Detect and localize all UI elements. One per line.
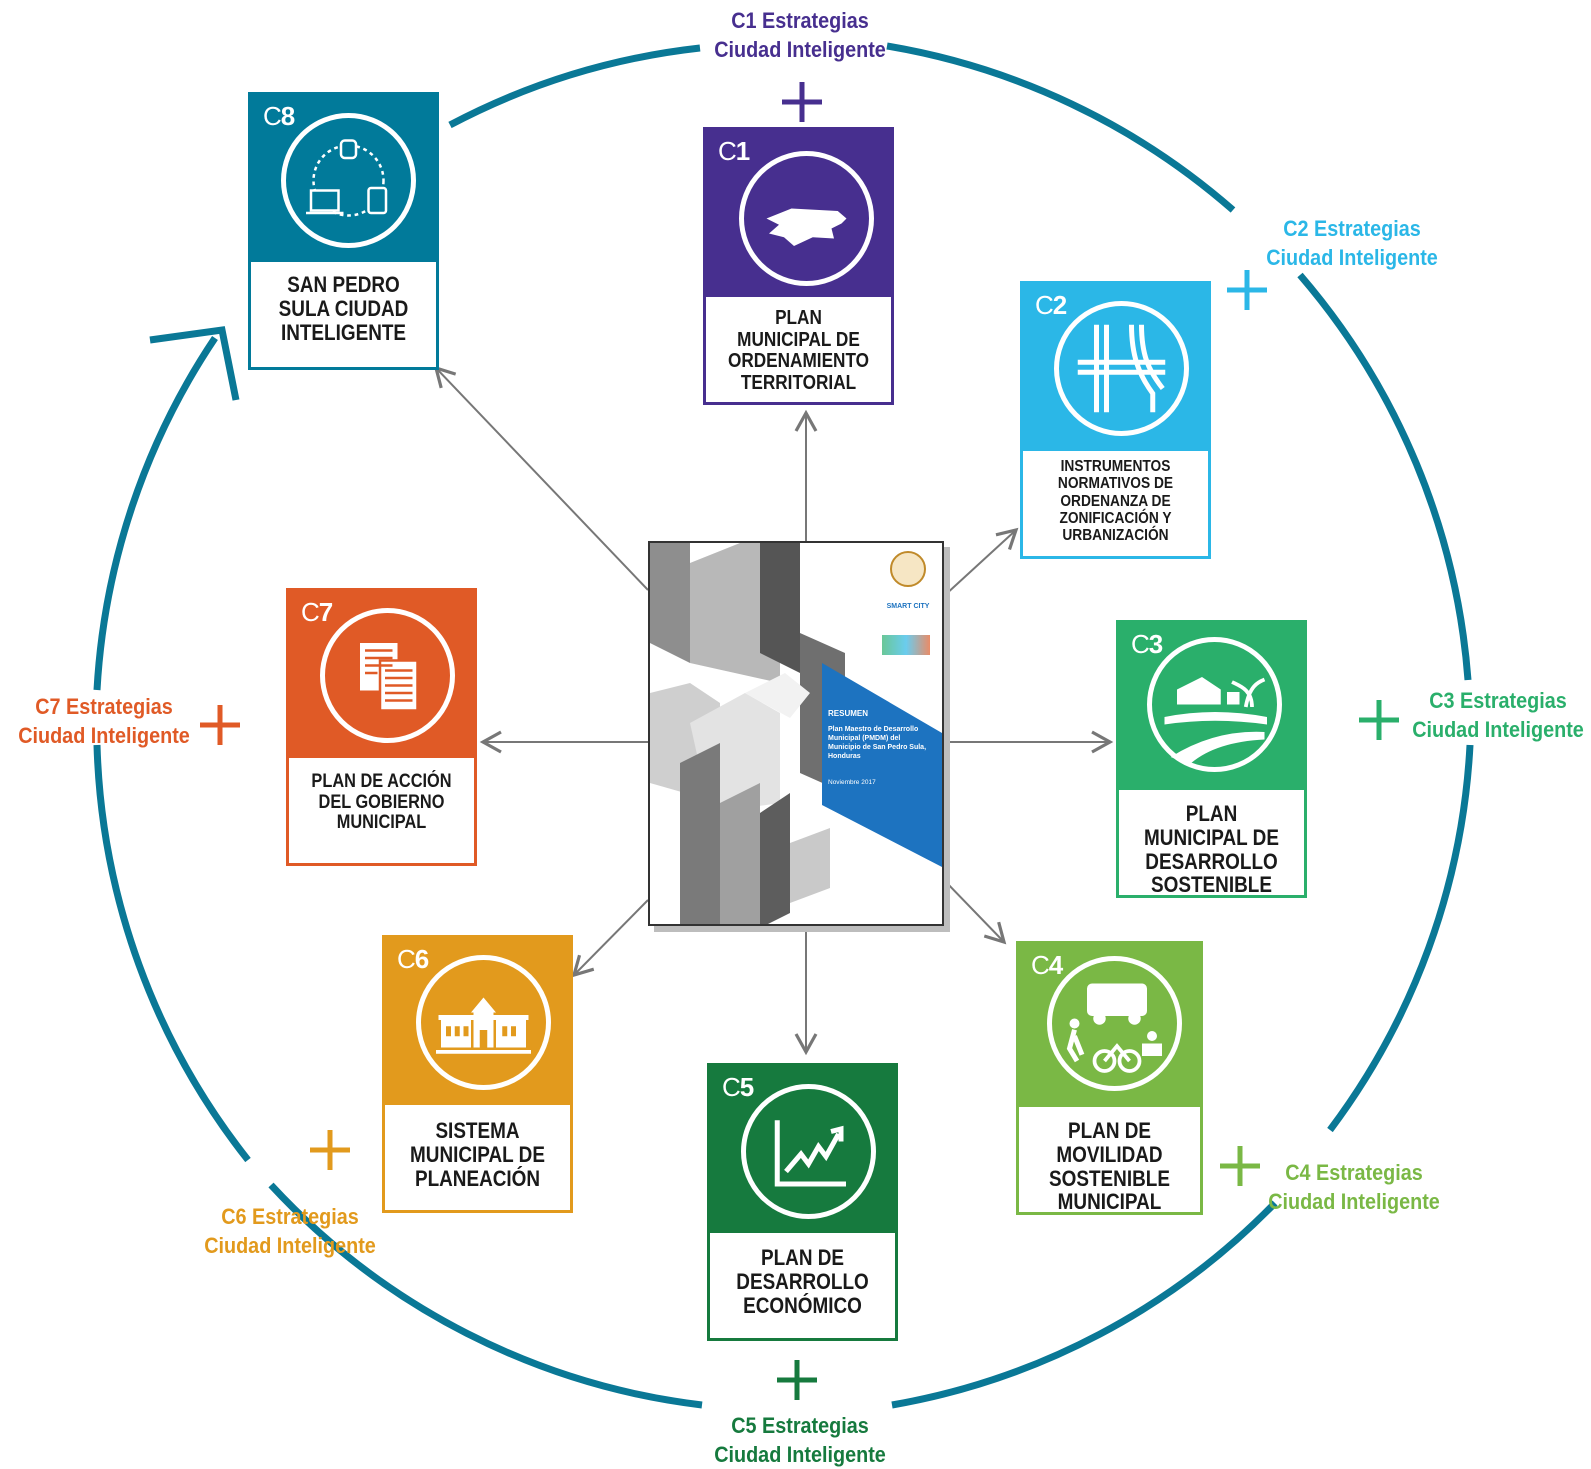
strategy-label-c7: C7 Estrategias Ciudad Inteligente — [18, 694, 190, 748]
card-c2-header: C2 — [1023, 284, 1208, 451]
card-code: C8 — [263, 101, 295, 131]
strategy-label-c4: C4 Estrategias Ciudad Inteligente — [1268, 1160, 1440, 1214]
card-title: PLAN DE ACCIÓN DEL GOBIERNO MUNICIPAL — [311, 771, 452, 834]
card-c5-header: C5 — [710, 1066, 895, 1233]
logo-badge — [890, 551, 926, 587]
plus-icon — [782, 82, 822, 122]
graduation-cap-map-icon — [739, 151, 874, 286]
card-c4-header: C4 — [1019, 944, 1200, 1107]
plus-icon — [200, 705, 240, 745]
card-c8-header: C8 — [251, 95, 436, 262]
card-title: PLAN DE DESARROLLO ECONÓMICO — [736, 1245, 869, 1318]
card-c8[interactable]: C8 SAN PEDRO SULA CIUDAD INTELIGENTE — [248, 92, 439, 370]
devices-icon — [281, 113, 416, 248]
card-code: C2 — [1035, 290, 1067, 320]
card-c6-header: C6 — [385, 938, 570, 1105]
card-code: C7 — [301, 597, 333, 627]
document-date: Noviembre 2017 — [828, 779, 876, 786]
mobility-icon — [1047, 956, 1182, 1091]
plus-icon — [777, 1360, 817, 1400]
card-c7[interactable]: C7 PLAN DE ACCIÓN DEL GOBIERNO MUNICIPAL — [286, 588, 477, 866]
plan-logo — [882, 635, 930, 655]
plus-icon — [1227, 270, 1267, 310]
strategy-label-c5: C5 Estrategias Ciudad Inteligente — [714, 1413, 886, 1467]
document-cover-art — [650, 543, 942, 924]
strategy-label-c6: C6 Estrategias Ciudad Inteligente — [204, 1204, 376, 1258]
document-heading: RESUMEN — [828, 709, 869, 718]
card-code: C5 — [722, 1072, 754, 1102]
center-document[interactable]: SMART CITY RESUMEN Plan Maestro de Desar… — [648, 541, 944, 926]
card-c6[interactable]: C6 SISTEMA MUNICIPAL DE PLANEACIÓN — [382, 935, 573, 1213]
card-title: PLAN MUNICIPAL DE DESARROLLO SOSTENIBLE — [1144, 801, 1279, 898]
card-c4[interactable]: C4 PLAN DE MOVILIDAD SOSTENIBLE MUNICIPA… — [1016, 941, 1203, 1215]
strategy-label-c3: C3 Estrategias Ciudad Inteligente — [1412, 688, 1584, 742]
card-code: C3 — [1131, 629, 1163, 659]
building-icon — [416, 955, 551, 1090]
card-c5[interactable]: C5 PLAN DE DESARROLLO ECONÓMICO — [707, 1063, 898, 1341]
card-title: SAN PEDRO SULA CIUDAD INTELIGENTE — [278, 272, 409, 345]
card-c3[interactable]: C3 PLAN MUNICIPAL DE DESARROLLO SOSTENIB… — [1116, 620, 1307, 898]
card-c7-header: C7 — [289, 591, 474, 758]
card-c2[interactable]: C2 INSTRUMENTOS NORMATIVOS DE ORDENANZA … — [1020, 281, 1211, 559]
cycle-arrow-icon — [149, 326, 240, 401]
road-grid-icon — [1054, 301, 1189, 436]
plus-icon — [310, 1130, 350, 1170]
card-c3-header: C3 — [1119, 623, 1304, 790]
card-c1[interactable]: C1 PLAN MUNICIPAL DE ORDENAMIENTO TERRIT… — [703, 127, 894, 405]
landscape-icon — [1147, 637, 1282, 772]
strategy-label-c1: C1 Estrategias Ciudad Inteligente — [714, 8, 886, 62]
card-title: PLAN DE MOVILIDAD SOSTENIBLE MUNICIPAL — [1049, 1118, 1170, 1215]
card-code: C4 — [1031, 950, 1063, 980]
plus-icon — [1359, 700, 1399, 740]
card-c1-header: C1 — [706, 130, 891, 297]
card-code: C1 — [718, 136, 750, 166]
plus-icon — [1220, 1146, 1260, 1186]
smart-city-logo: SMART CITY — [886, 603, 930, 610]
connector-arrows — [433, 365, 1114, 1056]
card-code: C6 — [397, 944, 429, 974]
outer-ring — [93, 42, 1474, 1409]
card-title: INSTRUMENTOS NORMATIVOS DE ORDENANZA DE … — [1057, 458, 1174, 545]
strategy-label-c2: C2 Estrategias Ciudad Inteligente — [1266, 216, 1438, 270]
documents-icon — [320, 608, 455, 743]
document-title: Plan Maestro de Desarrollo Municipal (PM… — [828, 726, 927, 760]
growth-chart-icon — [741, 1084, 876, 1219]
card-title: PLAN MUNICIPAL DE ORDENAMIENTO TERRITORI… — [727, 307, 870, 394]
card-title: SISTEMA MUNICIPAL DE PLANEACIÓN — [410, 1118, 545, 1191]
